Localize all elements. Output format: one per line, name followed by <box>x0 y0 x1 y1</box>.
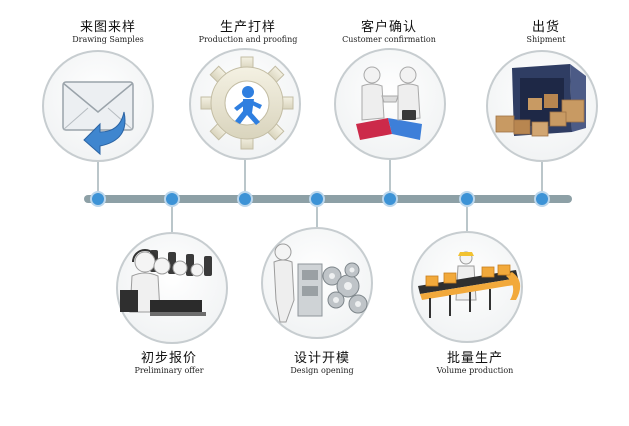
step-design-opening-circle <box>261 227 373 339</box>
timeline-node <box>534 191 550 207</box>
step-title-en: Shipment <box>526 35 566 44</box>
step-preliminary-offer-circle <box>116 232 228 344</box>
step-title-en: Customer confirmation <box>342 35 436 44</box>
timeline-bar <box>84 195 572 203</box>
gear-runner-icon <box>200 56 294 150</box>
timeline-node <box>90 191 106 207</box>
step-title-zh: 客户确认 <box>360 20 417 35</box>
step-title-zh: 初步报价 <box>140 351 197 366</box>
conveyor-belt-icon <box>418 251 521 318</box>
step-production-proofing-circle <box>189 48 301 160</box>
step-title-zh: 批量生产 <box>446 351 503 366</box>
shipping-container-icon <box>495 64 586 137</box>
timeline-node <box>459 191 475 207</box>
step-customer-confirmation-circle <box>334 48 446 160</box>
step-title-en: Drawing Samples <box>72 35 144 44</box>
timeline-node <box>164 191 180 207</box>
step-title-zh: 设计开模 <box>293 351 350 366</box>
handshake-puzzle-icon <box>356 66 422 140</box>
step-title-en: Volume production <box>436 366 514 375</box>
step-title-en: Preliminary offer <box>134 366 204 375</box>
timeline-node <box>382 191 398 207</box>
step-shipment-circle <box>486 50 598 162</box>
timeline-node <box>237 191 253 207</box>
step-label-production-proofing: 生产打样 Production and proofing <box>178 20 318 45</box>
step-title-zh: 生产打样 <box>219 20 276 35</box>
step-title-zh: 来图来样 <box>79 20 136 35</box>
timeline-node <box>309 191 325 207</box>
step-title-zh: 出货 <box>531 20 560 35</box>
step-label-drawing-samples: 来图来样 Drawing Samples <box>38 20 178 45</box>
step-title-en: Production and proofing <box>198 35 298 44</box>
step-title-en: Design opening <box>290 366 354 375</box>
step-drawing-samples-circle <box>42 50 154 162</box>
step-label-volume-production: 批量生产 Volume production <box>405 351 545 376</box>
step-label-design-opening: 设计开模 Design opening <box>252 351 392 376</box>
mold-gears-icon <box>273 243 368 323</box>
step-label-preliminary-offer: 初步报价 Preliminary offer <box>99 351 239 376</box>
call-center-icon <box>120 249 212 316</box>
step-label-customer-confirmation: 客户确认 Customer confirmation <box>319 20 459 45</box>
envelope-reply-icon <box>62 81 134 156</box>
timeline-nodes <box>90 191 550 207</box>
step-label-shipment: 出货 Shipment <box>476 20 616 45</box>
step-volume-production-circle <box>411 231 523 343</box>
